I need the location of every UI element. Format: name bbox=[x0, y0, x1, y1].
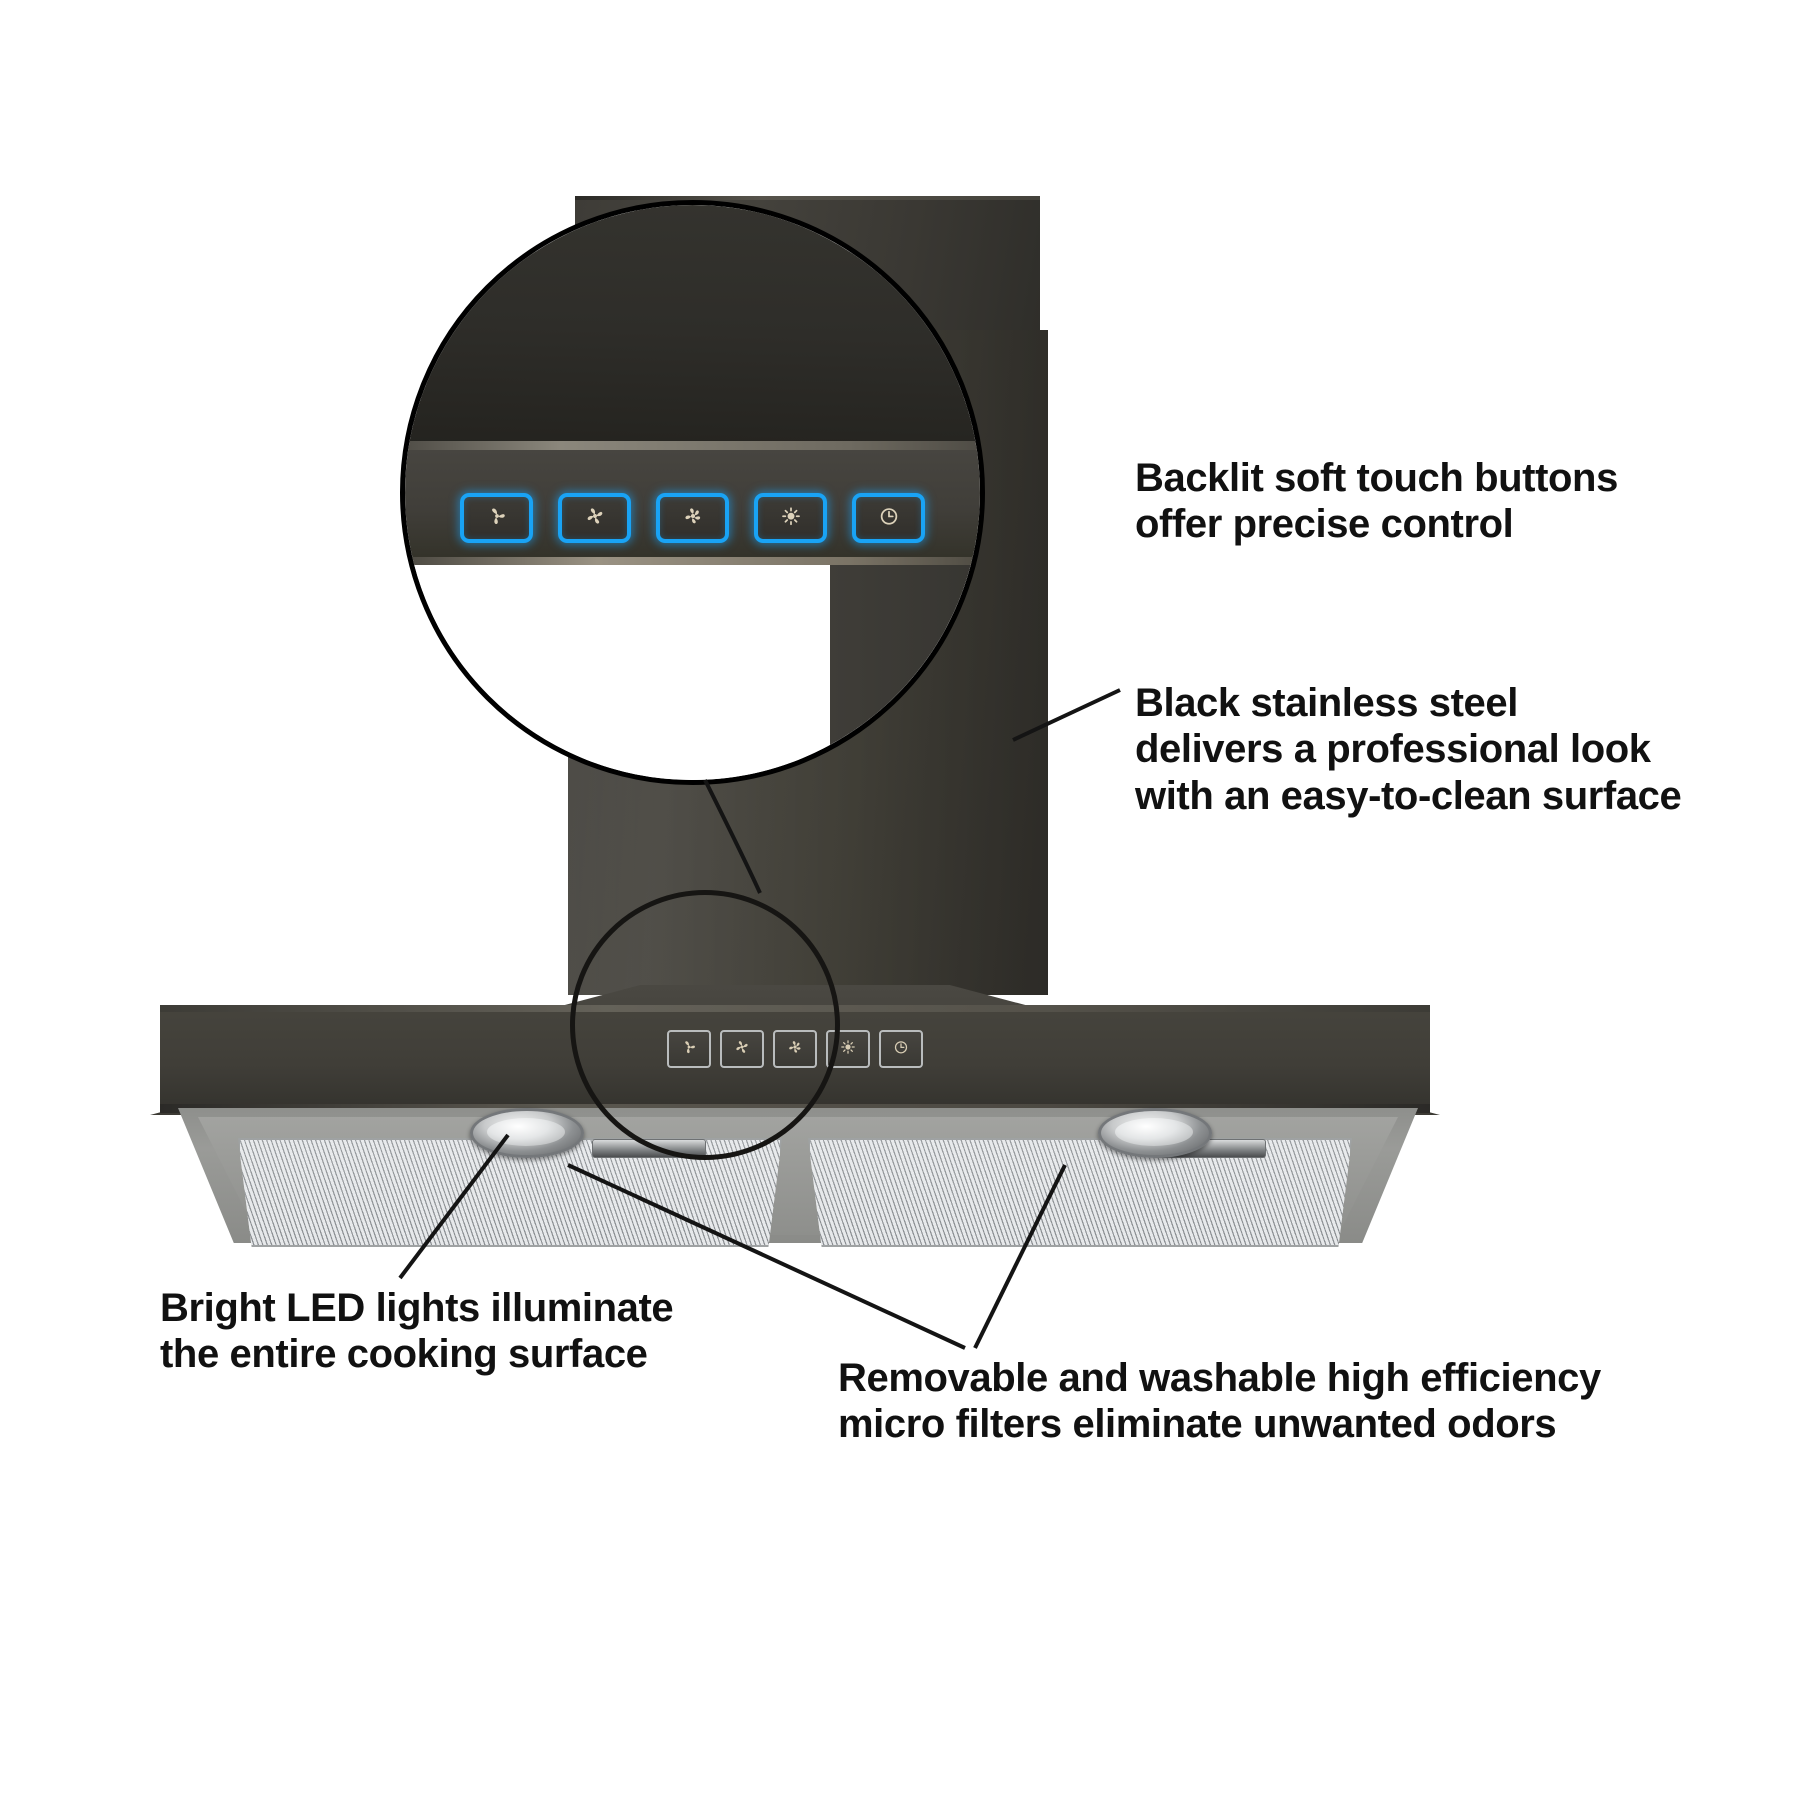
led-light-left bbox=[470, 1108, 584, 1158]
button-fan-speed-3[interactable] bbox=[656, 493, 729, 543]
fan-3-blade-icon bbox=[484, 503, 510, 534]
magnifier-right-shadow bbox=[830, 565, 980, 780]
button-timer[interactable] bbox=[852, 493, 925, 543]
led-light-right bbox=[1098, 1108, 1212, 1158]
fan-5-blade-icon bbox=[680, 503, 706, 534]
fan-5-blade-icon bbox=[785, 1037, 805, 1062]
magnified-panel-top-edge bbox=[405, 441, 980, 450]
button-fan-speed-2[interactable] bbox=[558, 493, 631, 543]
leader-black-stainless bbox=[1012, 688, 1121, 742]
light-bulb-icon bbox=[778, 503, 804, 534]
hood-button-light[interactable] bbox=[826, 1030, 870, 1068]
light-bulb-icon bbox=[838, 1037, 858, 1062]
magnifier-control-panel bbox=[400, 200, 985, 785]
magnified-chimney-surface bbox=[405, 205, 980, 443]
leader-filter-left bbox=[567, 1163, 966, 1350]
leader-filter-right bbox=[973, 1164, 1067, 1349]
clock-timer-icon bbox=[876, 503, 902, 534]
hood-button-fan-speed-3[interactable] bbox=[773, 1030, 817, 1068]
callout-led-lights: Bright LED lights illuminate the entire … bbox=[160, 1286, 674, 1377]
control-panel-buttons[interactable] bbox=[460, 493, 925, 543]
fan-3-blade-icon bbox=[679, 1037, 699, 1062]
button-light[interactable] bbox=[754, 493, 827, 543]
hood-button-fan-speed-1[interactable] bbox=[667, 1030, 711, 1068]
led-lamp-icon bbox=[1115, 1118, 1193, 1146]
magnifier-connector-line bbox=[703, 779, 762, 894]
magnified-panel-bottom-edge bbox=[405, 557, 980, 565]
hood-button-timer[interactable] bbox=[879, 1030, 923, 1068]
callout-backlit-buttons: Backlit soft touch buttons offer precise… bbox=[1135, 456, 1618, 547]
button-fan-speed-1[interactable] bbox=[460, 493, 533, 543]
callout-black-stainless: Black stainless steel delivers a profess… bbox=[1135, 681, 1682, 818]
callout-micro-filters: Removable and washable high efficiency m… bbox=[838, 1356, 1601, 1447]
hood-canopy-highlight bbox=[160, 1005, 1430, 1012]
leader-led-lights bbox=[398, 1133, 510, 1280]
hood-button-fan-speed-2[interactable] bbox=[720, 1030, 764, 1068]
hood-control-panel[interactable] bbox=[667, 1030, 923, 1068]
fan-4-blade-icon bbox=[582, 503, 608, 534]
fan-4-blade-icon bbox=[732, 1037, 752, 1062]
led-lamp-icon bbox=[487, 1118, 565, 1146]
clock-timer-icon bbox=[891, 1037, 911, 1062]
